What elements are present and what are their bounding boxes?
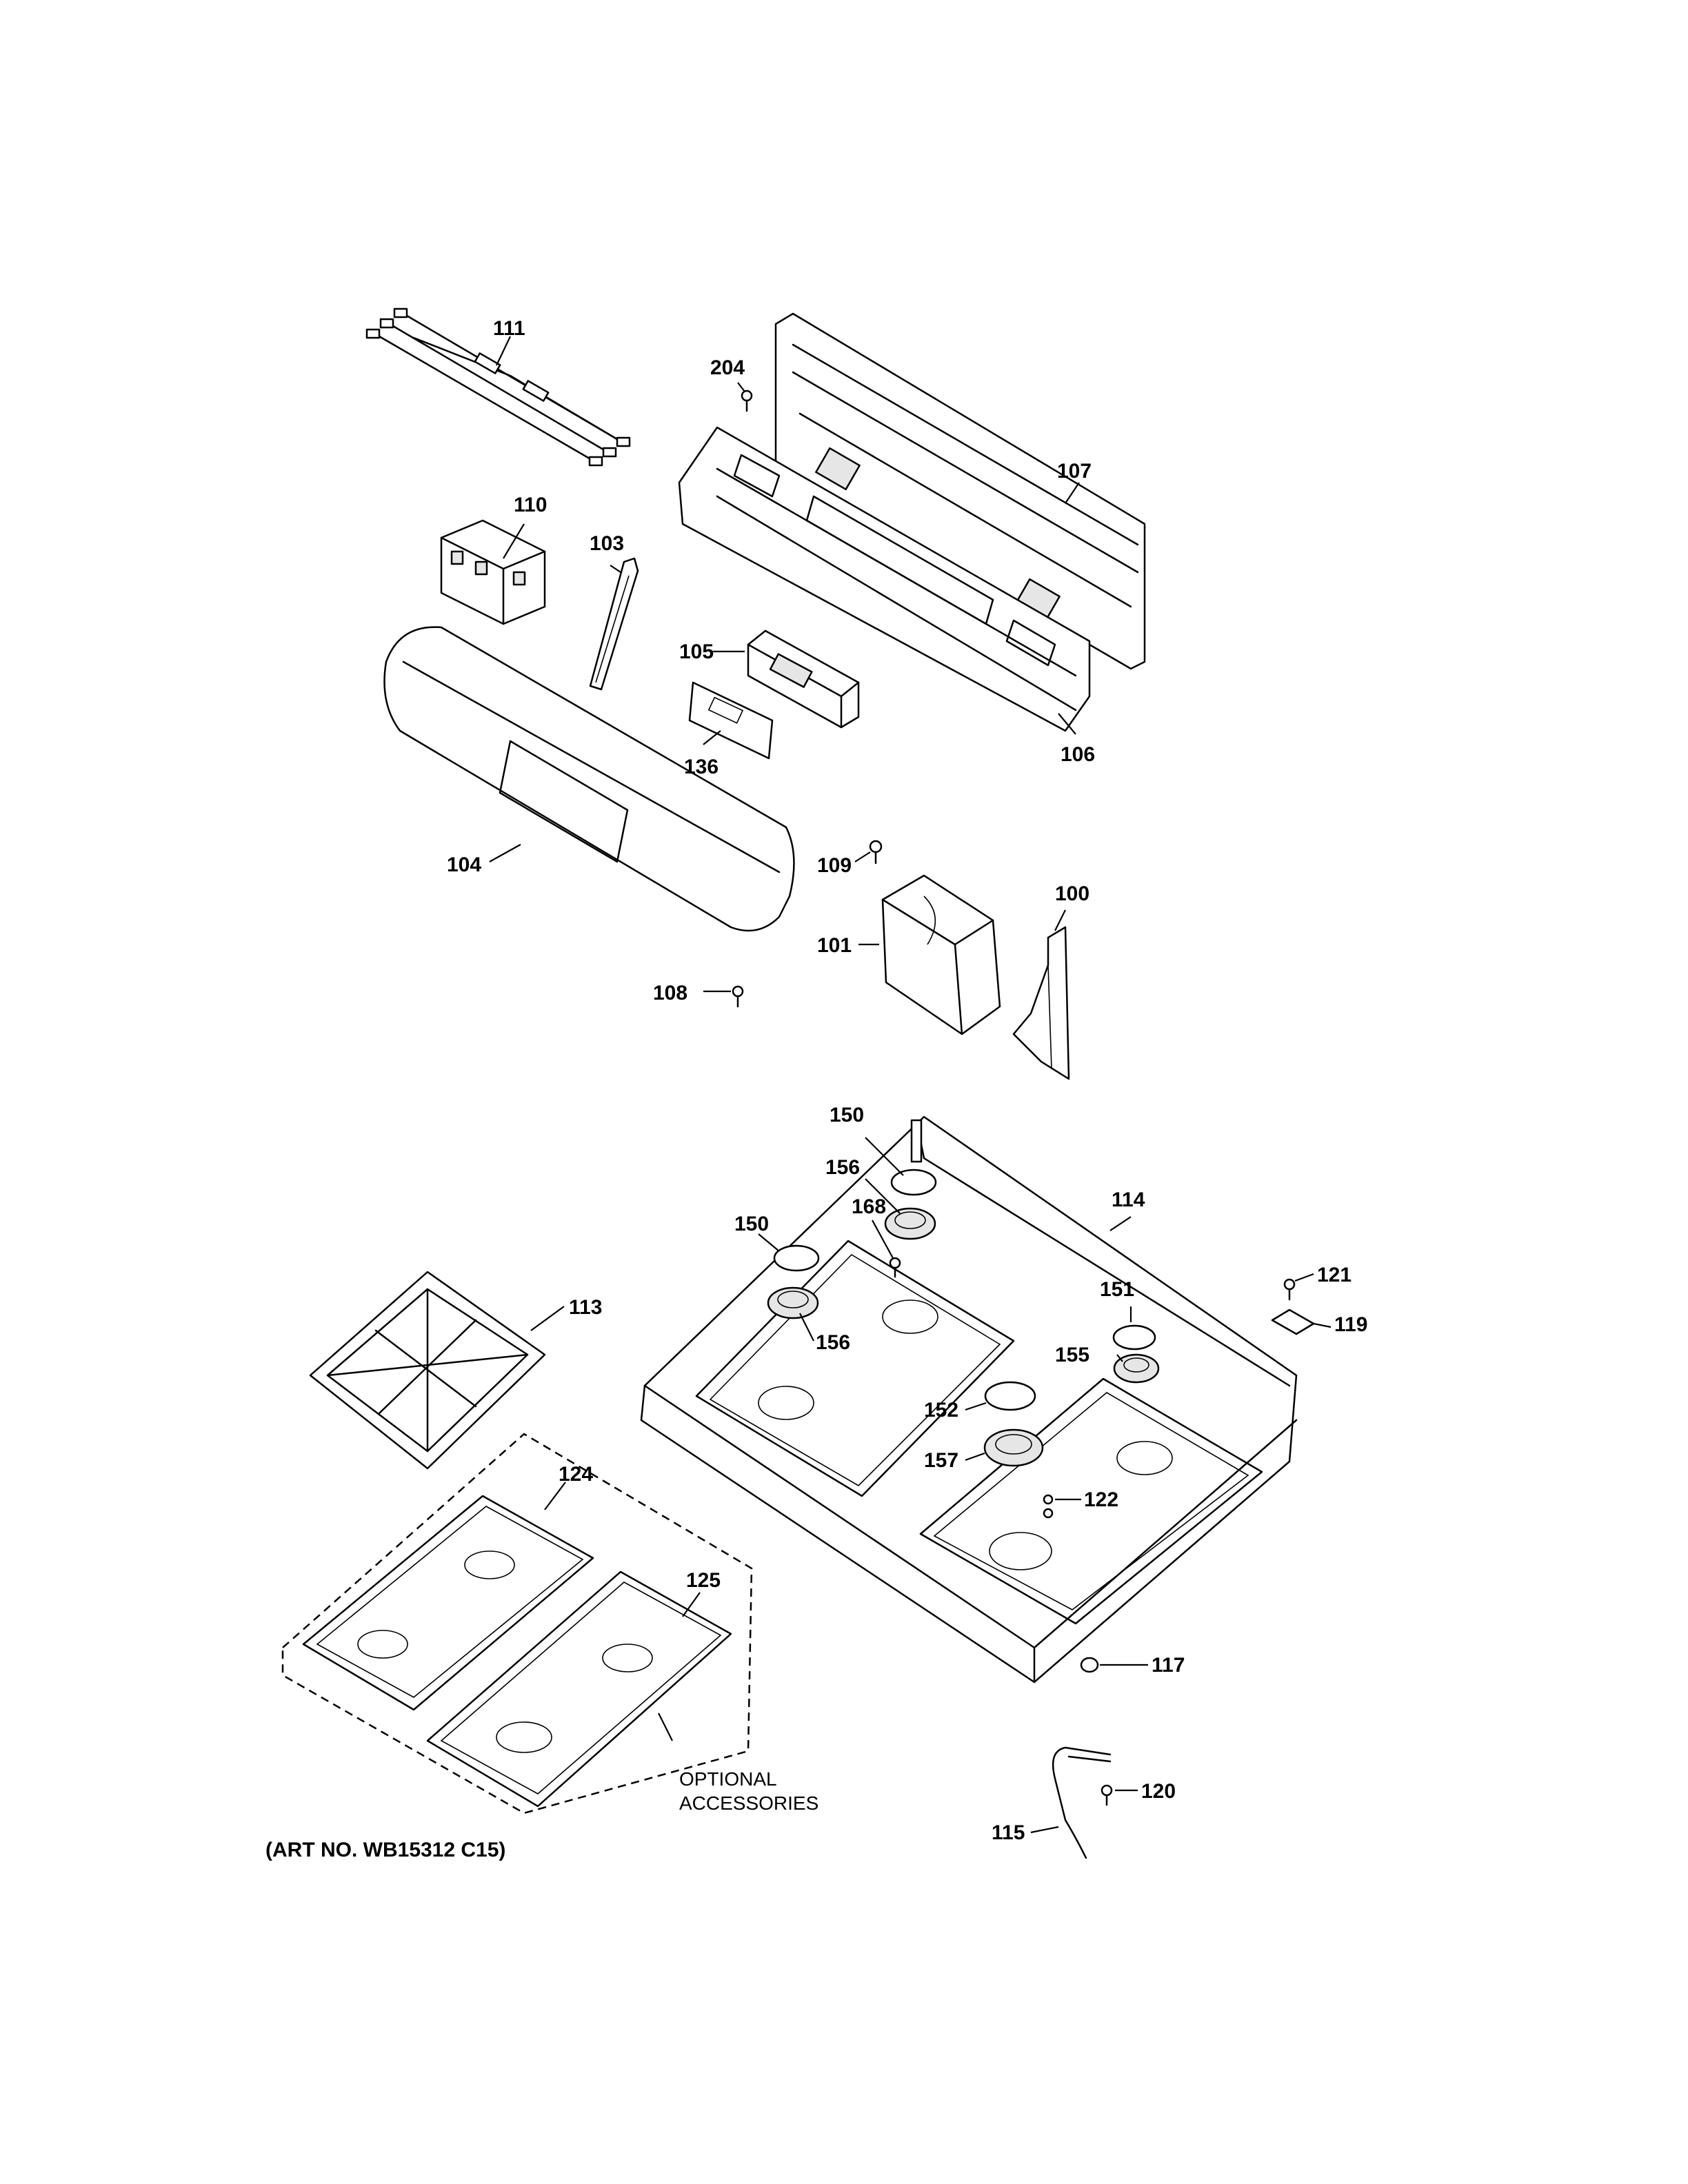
part-label-107: 107 (1057, 460, 1092, 483)
part-label-106: 106 (1061, 743, 1095, 766)
burner-caps-part (773, 1169, 1156, 1411)
drip-pan-124-part (302, 1495, 594, 1711)
part-label-150-left: 150 (734, 1213, 769, 1235)
screw-204-part (741, 390, 753, 412)
part-labels: 111 204 107 110 103 105 106 136 104 109 … (447, 317, 1367, 1844)
part-label-111: 111 (493, 317, 525, 340)
screw-121-part (1283, 1278, 1296, 1301)
part-label-168: 168 (852, 1195, 886, 1218)
note-line-1: OPTIONAL (679, 1768, 777, 1790)
leader-lines (489, 336, 1332, 1834)
part-label-108: 108 (653, 982, 687, 1004)
optional-accessories-note: OPTIONAL ACCESSORIES (679, 1768, 818, 1814)
part-label-122: 122 (1084, 1488, 1118, 1511)
part-label-152: 152 (924, 1399, 958, 1422)
electronic-control-part (747, 629, 860, 729)
bracket-100-part (1012, 926, 1070, 1080)
part-label-104: 104 (447, 853, 481, 876)
part-label-103: 103 (590, 532, 624, 555)
backguard-part (774, 312, 1146, 670)
screw-120-part (1101, 1784, 1113, 1806)
nut-117-part (1080, 1657, 1099, 1673)
membrane-switch-part (688, 681, 774, 760)
bracket-119-part (1271, 1308, 1315, 1335)
bracket-101-part (881, 874, 1001, 1035)
part-label-117: 117 (1152, 1654, 1185, 1677)
part-label-121: 121 (1317, 1264, 1352, 1286)
wire-harness-part (365, 307, 631, 467)
part-label-150-top: 150 (830, 1104, 864, 1126)
control-panel-frame-part (678, 426, 1091, 732)
part-label-119: 119 (1334, 1313, 1367, 1336)
screw-109-part (869, 840, 883, 865)
part-label-204: 204 (710, 356, 745, 379)
note-line-2: ACCESSORIES (679, 1792, 818, 1814)
art-number: (ART NO. WB15312 C15) (265, 1839, 505, 1861)
part-label-157: 157 (924, 1449, 958, 1472)
part-label-156-top: 156 (825, 1156, 860, 1179)
part-label-114: 114 (1112, 1189, 1145, 1211)
control-panel-part (383, 626, 795, 932)
screw-168-part (889, 1257, 901, 1278)
part-label-124: 124 (559, 1463, 593, 1486)
part-label-115: 115 (992, 1821, 1025, 1844)
part-label-110: 110 (514, 494, 547, 516)
part-label-136: 136 (684, 756, 719, 778)
part-label-120: 120 (1141, 1780, 1176, 1803)
part-label-105: 105 (679, 640, 714, 663)
relay-box-part (440, 519, 546, 625)
part-label-109: 109 (817, 854, 852, 877)
optional-accessories-group (281, 1433, 753, 1814)
part-label-156-left: 156 (816, 1331, 850, 1354)
screws-122-part (1043, 1494, 1054, 1519)
part-label-125: 125 (686, 1569, 721, 1592)
part-label-100: 100 (1055, 882, 1089, 905)
part-label-155: 155 (1055, 1344, 1089, 1366)
part-label-151: 151 (1100, 1278, 1134, 1301)
cooktop-part (640, 1115, 1298, 1684)
screw-108-part (732, 985, 744, 1008)
burner-heads-part (767, 1207, 1160, 1467)
tube-115-part (1052, 1746, 1112, 1859)
part-label-113: 113 (569, 1296, 602, 1319)
drip-pan-125-part (426, 1570, 732, 1808)
part-label-101: 101 (817, 934, 852, 957)
grate-part (309, 1271, 546, 1470)
bracket-103-part (589, 557, 639, 691)
